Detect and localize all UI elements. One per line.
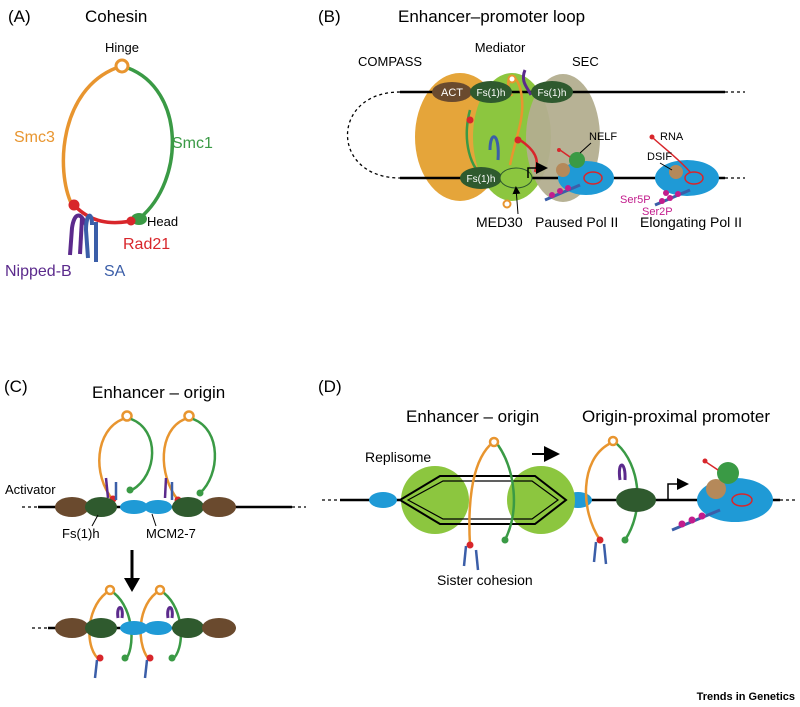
sister-cohesin-smc3 (468, 444, 491, 546)
med30-label: MED30 (476, 214, 523, 230)
transition-arrow-c (124, 578, 140, 592)
cohesin-c-right-smc1 (192, 417, 217, 494)
paused-dsif (556, 163, 570, 177)
fs1h-upper-mediator (470, 81, 512, 103)
mcm-c-label: MCM2-7 (146, 526, 196, 541)
fs1h-lower (460, 167, 502, 189)
panel-c-letter: (C) (4, 377, 28, 396)
nelf-protein (569, 152, 585, 168)
fs1h-c-left (85, 497, 117, 517)
sister-cohesin-smc1 (496, 444, 516, 541)
panel-c: (C) Enhancer – origin Activator Fs(1)h M… (4, 377, 306, 679)
mcm-c-1 (120, 500, 148, 514)
head-label: Head (147, 214, 178, 229)
cohesin-c-left-smc1 (130, 417, 154, 492)
ser2p-label: Ser2P (642, 206, 673, 218)
replication-bubble (398, 475, 568, 525)
fs1h-d (616, 488, 656, 512)
hinge-domain (114, 58, 130, 74)
sec-label: SEC (572, 54, 599, 69)
panel-d: (D) Enhancer – origin Origin-proximal pr… (318, 377, 796, 588)
panel-b-letter: (B) (318, 7, 341, 26)
smc1-arm (127, 66, 175, 220)
rad21-end (126, 216, 136, 226)
replisome-label: Replisome (365, 449, 431, 465)
nelf-label: NELF (589, 131, 617, 143)
paused-label: Paused Pol II (535, 214, 618, 230)
smc3-arm (61, 66, 117, 206)
act-label: ACT (441, 87, 463, 99)
panel-d-title-right: Origin-proximal promoter (582, 407, 770, 426)
smc3-label: Smc3 (14, 129, 55, 146)
fs1h-label-b: Fs(1)h (538, 88, 567, 99)
sa-strand (83, 213, 94, 259)
sister-cohesion-label: Sister cohesion (437, 572, 533, 588)
smc1-label: Smc1 (172, 135, 213, 152)
nipped-b-label: Nipped-B (5, 263, 72, 280)
activator-label: Activator (5, 482, 56, 497)
act-protein (432, 82, 472, 102)
replisome-mcm-left (369, 492, 397, 508)
dna-loop-dashed (346, 91, 401, 179)
tss-arrow (527, 162, 548, 178)
med30-subunit (499, 167, 533, 189)
elongating-label: Elongating Pol II (640, 214, 742, 230)
fs1h-label-c: Fs(1)h (467, 174, 496, 185)
replisome-left (401, 466, 469, 534)
compass-label: COMPASS (358, 54, 422, 69)
promoter-cohesin-smc3 (584, 442, 610, 541)
sa-label: SA (104, 263, 126, 280)
nipped-b-strand (68, 213, 88, 256)
mediator-label: Mediator (475, 40, 526, 55)
paused-pol2 (558, 161, 614, 195)
fs1h-c-label: Fs(1)h (62, 526, 100, 541)
journal-footer: Trends in Genetics (697, 691, 795, 703)
elongating-dsif (669, 165, 683, 179)
panel-a-title: Cohesin (85, 7, 147, 26)
fs1h-label-a: Fs(1)h (477, 88, 506, 99)
hinge-label: Hinge (105, 40, 139, 55)
panel-b: (B) Enhancer–promoter loop Mediator COMP… (318, 7, 745, 230)
smc3-head (68, 199, 80, 211)
cohesin-c-right-smc3 (162, 417, 186, 501)
mcm-c-2 (144, 500, 172, 514)
panel-d-title-left: Enhancer – origin (406, 407, 539, 426)
activator-right (202, 497, 236, 517)
dsif-label: DSIF (647, 151, 672, 163)
fs1h-upper-sec (531, 81, 573, 103)
panel-d-letter: (D) (318, 377, 342, 396)
panel-b-title: Enhancer–promoter loop (398, 7, 585, 26)
rna-label: RNA (660, 131, 684, 143)
tss-arrow-d (667, 478, 689, 500)
panel-c-title: Enhancer – origin (92, 383, 225, 402)
rad21-label: Rad21 (123, 236, 170, 253)
panel-a-letter: (A) (8, 7, 31, 26)
activator-left (55, 497, 89, 517)
fs1h-c-right (172, 497, 204, 517)
replisome-right (507, 466, 575, 534)
ser5p-label: Ser5P (620, 194, 651, 206)
cohesin-c-left-smc3 (98, 417, 124, 501)
panel-a: (A) Cohesin Hinge Smc3 Smc1 Head Rad21 N… (5, 7, 213, 280)
